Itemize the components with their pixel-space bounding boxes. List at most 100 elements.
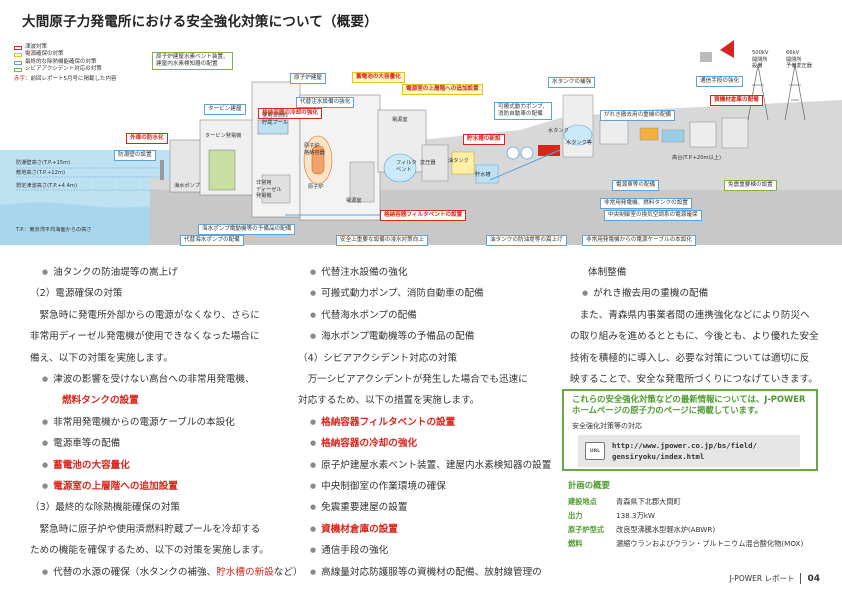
callout-debris-removal: がれき撤去用の重機の配備 (600, 110, 676, 121)
level-tide-wall: 防潮壁高さ(T.P.+15m) (16, 160, 71, 166)
tag-oil-tank: 油タンク (448, 158, 469, 164)
text-column-1: 油タンクの防油堤等の嵩上げ（2）電源確保の対策 緊急時に発電所外部からの電源がな… (30, 262, 303, 583)
text-line: の取り組みを進めるとともに、今後とも、より優れた安全 (570, 331, 819, 343)
text-line: 万一シビアアクシデントが発生した場合でも迅速に (298, 374, 528, 386)
callout-flood-barrier: 防潮壁の設置 (114, 150, 156, 161)
legend-note: 赤字：前回レポート5月号に掲載した内容 (14, 75, 117, 82)
plan-key: 燃料 (568, 539, 583, 548)
level-tsunami: 想定津波高さ(T.P.+4.4m) (16, 183, 77, 189)
url-icon: URL (585, 442, 605, 460)
plan-row: 原子炉型式改良型沸騰水型軽水炉(ABWR) (568, 523, 818, 537)
text-line: 通信手段の強化 (298, 540, 551, 561)
legend-label: 電源確保の対策 (25, 51, 64, 58)
tag-filter-vent-tank: フィルタベント (396, 160, 417, 173)
plan-row: 出力 138.3万kW (568, 509, 818, 523)
callout-high-gen: 非常用発電機、燃料タンクの設置 (600, 198, 692, 209)
callout-cable-laying: 非常用発電機からの電源ケーブルの本設化 (582, 235, 696, 246)
text-line: 電源車等の配備 (30, 433, 303, 454)
highlight: 格納容器の冷却の強化 (321, 438, 418, 450)
tag-reactor: 原子炉 (308, 184, 324, 190)
text-line: 高線量対応防護服等の資機材の配備、放射線管理の (298, 562, 551, 583)
text-line: 格納容器フィルタベントの設置 (298, 412, 551, 433)
callout-fuel-inject: 格納容器の冷却の強化 (258, 108, 322, 119)
text-line: 代替海水ポンプの配備 (298, 305, 551, 326)
callout-comm: 通信手段の強化 (696, 76, 744, 87)
callout-reactor-building: 原子炉建屋 (290, 73, 326, 84)
text-line: 体制整備 (588, 267, 627, 278)
tag-fire-tank: 貯水槽 (475, 172, 491, 178)
url-link[interactable]: http://www.jpower.co.jp/bs/field/gensiry… (612, 441, 757, 461)
tag-water-storage: 水タンク (548, 128, 569, 134)
text-line: 電源室の上層階への追加設置 (30, 476, 303, 497)
text-line: がれき撤去用の重機の配備 (570, 283, 819, 304)
legend-swatch (14, 45, 22, 50)
text-line: 代替の水源の確保（水タンクの補強、貯水槽の新設など） (30, 562, 302, 583)
plan-value: 138.3万kW (616, 511, 656, 520)
tag-water-line: 水タンク等 (566, 140, 592, 146)
plan-key: 原子炉型式 (568, 525, 604, 534)
callout-battery: 蓄電池の大容量化 (352, 72, 405, 83)
text-line: 資機材倉庫の設置 (298, 519, 551, 540)
callout-power-room-upper: 電源室の上層階への追加設置 (402, 84, 483, 95)
text-line: 免震重要建屋の設置 (298, 497, 551, 518)
highlight: 資機材倉庫の設置 (321, 523, 398, 535)
text-line: 燃料タンクの設置 (30, 390, 303, 411)
text-line: 緊急時に原子炉や使用済燃料貯蔵プールを冷却する (30, 523, 261, 535)
footer-brand: J-POWER レポート (729, 574, 795, 583)
callout-tank-new: 貯水槽の新設 (463, 134, 505, 145)
callout-central-control: 中央制御室の換気空調系の電源確保 (604, 210, 702, 221)
callout-seaside-wall: 安全上重要な設備の浸水対策向上 (336, 235, 428, 246)
legend-item: シビアアクシデント対応の対策 (14, 66, 117, 73)
text-line: （4）シビアアクシデント対応の対策 (298, 352, 458, 364)
legend-label: シビアアクシデント対応の対策 (25, 66, 102, 73)
url-box[interactable]: URL http://www.jpower.co.jp/bs/field/gen… (578, 435, 800, 467)
callout-watertight: 外扉の防水化 (126, 133, 168, 144)
tag-switchgear: 電源室 (346, 198, 362, 204)
oil-tank-shape (451, 151, 475, 175)
text-line: ための機能を確保するため、以下の対策を実施します。 (30, 545, 269, 557)
text-line: （2）電源確保の対策 (30, 288, 123, 300)
text-line: 蓄電池の大容量化 (30, 455, 303, 476)
text-column-3: 体制整備がれき撤去用の重機の配備 また、青森県内事業者間の連携強化などにより防災… (570, 262, 819, 390)
callout-filter-vent: 格納容器フィルタベントの設置 (380, 210, 467, 221)
text-line: また、青森県内事業者間の連携強化などにより防災へ (570, 309, 810, 321)
tag-containment: 原子炉格納容器 (304, 143, 325, 156)
text-line: 原子炉建屋水素ベント装置、建屋内水素検知器の設置 (298, 455, 551, 476)
legend-label: 津波対策 (25, 44, 48, 50)
plan-key: 出力 (568, 511, 583, 520)
page-title: 大間原子力発電所における安全強化対策について（概要） (22, 14, 378, 30)
breakwater (160, 160, 164, 180)
footer-separator (800, 573, 802, 584)
legend-item: 最終的な除熱機能確保の対策 (14, 59, 117, 66)
highlight: 蓄電池の大容量化 (53, 459, 130, 471)
text-column-2: 代替注水設備の強化可搬式動力ポンプ、消防自動車の配備代替海水ポンプの配備海水ポン… (298, 262, 551, 583)
text-line: 油タンクの防油堤等の嵩上げ (30, 262, 303, 283)
text-line: 代替注水設備の強化 (298, 262, 551, 283)
seawater-pump-house (169, 139, 203, 193)
plan-key: 建設地点 (568, 497, 597, 506)
text-line: 格納容器の冷却の強化 (298, 433, 551, 454)
tag-power-room: 電源室 (392, 117, 408, 123)
text-line: 中央制御室の作業環境の確保 (298, 476, 551, 497)
plan-row: 建設地点青森県下北郡大間町 (568, 495, 818, 509)
text-line: 非常用ディーゼル発電機が使用できなくなった場合に (30, 331, 260, 343)
level-site: 敷地高さ(T.P.+12m) (16, 170, 65, 176)
callout-emergency-power: 電源車等の配備 (612, 180, 660, 191)
callout-containment-vent: 原子炉建屋水素ベント装置、建屋内水素検知器の配置 (152, 52, 233, 70)
callout-emg-building: 免震重要棟の設置 (724, 180, 777, 191)
callout-water-tank-main: 水タンクの補強 (548, 77, 596, 88)
text-line: 海水ポンプ電動機等の予備品の配備 (298, 326, 551, 347)
text-line: 技術を積極的に導入し、必要な対策については適切に反 (570, 352, 810, 364)
tag-seawater-pump: 海水ポンプ (174, 183, 200, 189)
text-line: 可搬式動力ポンプ、消防自動車の配備 (298, 283, 551, 304)
diagram-legend: 津波対策電源確保の対策最終的な除熱機能確保の対策シビアアクシデント対応の対策赤字… (14, 44, 117, 83)
tag-turbine-gen: タービン発電機 (205, 133, 242, 139)
info-sub: 安全強化対策等の対応 (572, 422, 642, 430)
legend-item: 津波対策 (14, 44, 117, 51)
plan-row: 燃料濃縮ウランおよびウラン・プルトニウム混合酸化物(MOX) (568, 537, 818, 551)
callout-pump-fire: 可搬式動力ポンプ、消防自動車の配備 (494, 102, 553, 120)
